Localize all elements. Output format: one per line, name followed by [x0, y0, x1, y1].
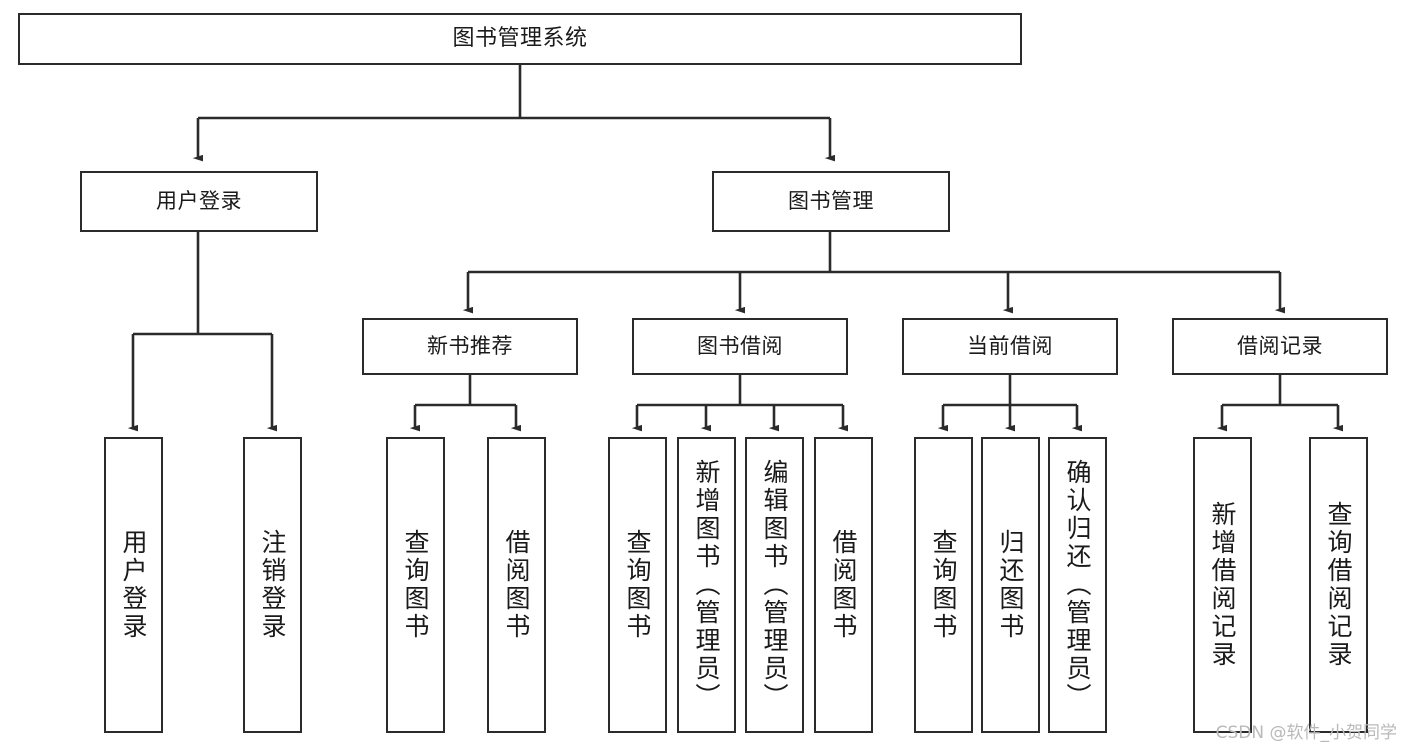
node-user-login[interactable]: 用户登录 — [80, 171, 318, 232]
node-label: 图书管理系统 — [452, 26, 588, 52]
node-label: 确认归还（管理员） — [1063, 459, 1092, 711]
node-label: 注销登录 — [258, 529, 287, 641]
node-label: 当前借阅 — [967, 334, 1053, 359]
leaf-new-book-query-book[interactable]: 查询图书 — [386, 437, 445, 733]
node-label: 新增借阅记录 — [1208, 501, 1237, 669]
watermark-text: CSDN @软件_小贺同学 — [1215, 723, 1397, 743]
leaf-book-borrow-query-book[interactable]: 查询图书 — [608, 437, 667, 733]
node-label: 借阅图书 — [502, 529, 531, 641]
leaf-book-borrow-borrow-book[interactable]: 借阅图书 — [814, 437, 873, 733]
node-borrow-record[interactable]: 借阅记录 — [1172, 318, 1388, 375]
node-current-borrow[interactable]: 当前借阅 — [902, 318, 1118, 375]
node-label: 归还图书 — [996, 529, 1025, 641]
node-new-book-recommend[interactable]: 新书推荐 — [362, 318, 578, 375]
leaf-borrow-record-query-record[interactable]: 查询借阅记录 — [1309, 437, 1368, 733]
leaf-new-book-borrow-book[interactable]: 借阅图书 — [487, 437, 546, 733]
leaf-user-login-login[interactable]: 用户登录 — [104, 437, 163, 733]
node-label: 借阅记录 — [1237, 334, 1323, 359]
node-label: 查询图书 — [401, 529, 430, 641]
node-label: 用户登录 — [119, 529, 148, 641]
node-root-book-management-system[interactable]: 图书管理系统 — [18, 13, 1022, 65]
node-label: 编辑图书（管理员） — [760, 459, 789, 711]
node-label: 查询图书 — [929, 529, 958, 641]
node-label: 查询图书 — [623, 529, 652, 641]
node-label: 借阅图书 — [829, 529, 858, 641]
leaf-current-borrow-return-book[interactable]: 归还图书 — [981, 437, 1040, 733]
leaf-book-borrow-edit-book-admin[interactable]: 编辑图书（管理员） — [745, 437, 804, 733]
node-label: 图书管理 — [788, 189, 874, 214]
node-label: 图书借阅 — [697, 334, 783, 359]
leaf-book-borrow-add-book-admin[interactable]: 新增图书（管理员） — [677, 437, 736, 733]
node-book-management[interactable]: 图书管理 — [712, 171, 950, 232]
node-book-borrow[interactable]: 图书借阅 — [632, 318, 848, 375]
leaf-current-borrow-query-book[interactable]: 查询图书 — [914, 437, 973, 733]
leaf-user-login-logout[interactable]: 注销登录 — [243, 437, 302, 733]
node-label: 用户登录 — [156, 189, 242, 214]
leaf-borrow-record-add-record[interactable]: 新增借阅记录 — [1193, 437, 1252, 733]
node-label: 新书推荐 — [427, 334, 513, 359]
leaf-current-borrow-confirm-return-admin[interactable]: 确认归还（管理员） — [1048, 437, 1107, 733]
node-label: 查询借阅记录 — [1324, 501, 1353, 669]
node-label: 新增图书（管理员） — [692, 459, 721, 711]
